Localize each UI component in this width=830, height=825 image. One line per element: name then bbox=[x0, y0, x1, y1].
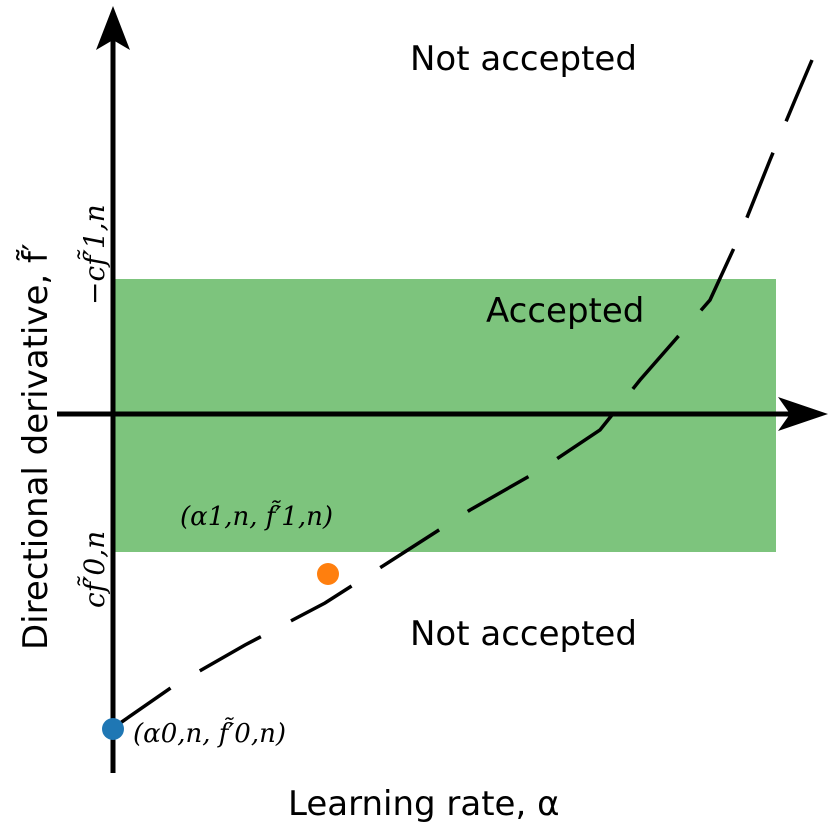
upper-threshold-label: −cf̃′1,n bbox=[77, 204, 111, 305]
start-point-label: (α0,n, f̃′0,n) bbox=[133, 717, 286, 749]
lower-threshold-label: cf̃′0,n bbox=[77, 531, 111, 608]
x-axis-label: Learning rate, α bbox=[288, 784, 560, 824]
accepted-region-label: Accepted bbox=[486, 291, 644, 331]
next-point-marker bbox=[317, 563, 339, 585]
start-point-marker bbox=[102, 718, 124, 740]
top-region-label: Not accepted bbox=[410, 39, 637, 79]
y-axis-label: Directional derivative, f̃′ bbox=[16, 243, 56, 650]
directional-derivative-curve bbox=[112, 59, 814, 730]
bottom-region-label: Not accepted bbox=[410, 614, 637, 654]
x-axis-arrowhead bbox=[778, 397, 828, 431]
y-axis-arrowhead bbox=[96, 6, 130, 50]
next-point-label: (α1,n, f̃′1,n) bbox=[180, 500, 333, 532]
